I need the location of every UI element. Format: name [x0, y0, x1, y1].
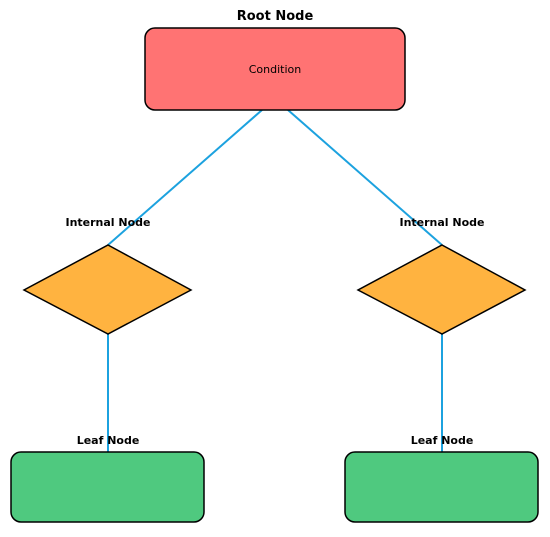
root-node-box: [144, 27, 406, 111]
internal-node-left-title: Internal Node: [65, 216, 150, 229]
leaf-node-left-box: [10, 451, 205, 523]
root-node-title: Root Node: [237, 9, 314, 24]
internal-node-left-diamond: [22, 244, 193, 335]
leaf-node-left-title: Leaf Node: [77, 434, 140, 447]
leaf-node-right-title: Leaf Node: [411, 434, 474, 447]
edge-root-to-internal-right: [287, 109, 443, 246]
internal-node-right-diamond: [356, 244, 527, 335]
root-node-condition-label: Condition: [249, 63, 302, 76]
leaf-node-right-box: [344, 451, 539, 523]
edge-root-to-internal-left: [107, 109, 263, 246]
internal-node-right-title: Internal Node: [399, 216, 484, 229]
